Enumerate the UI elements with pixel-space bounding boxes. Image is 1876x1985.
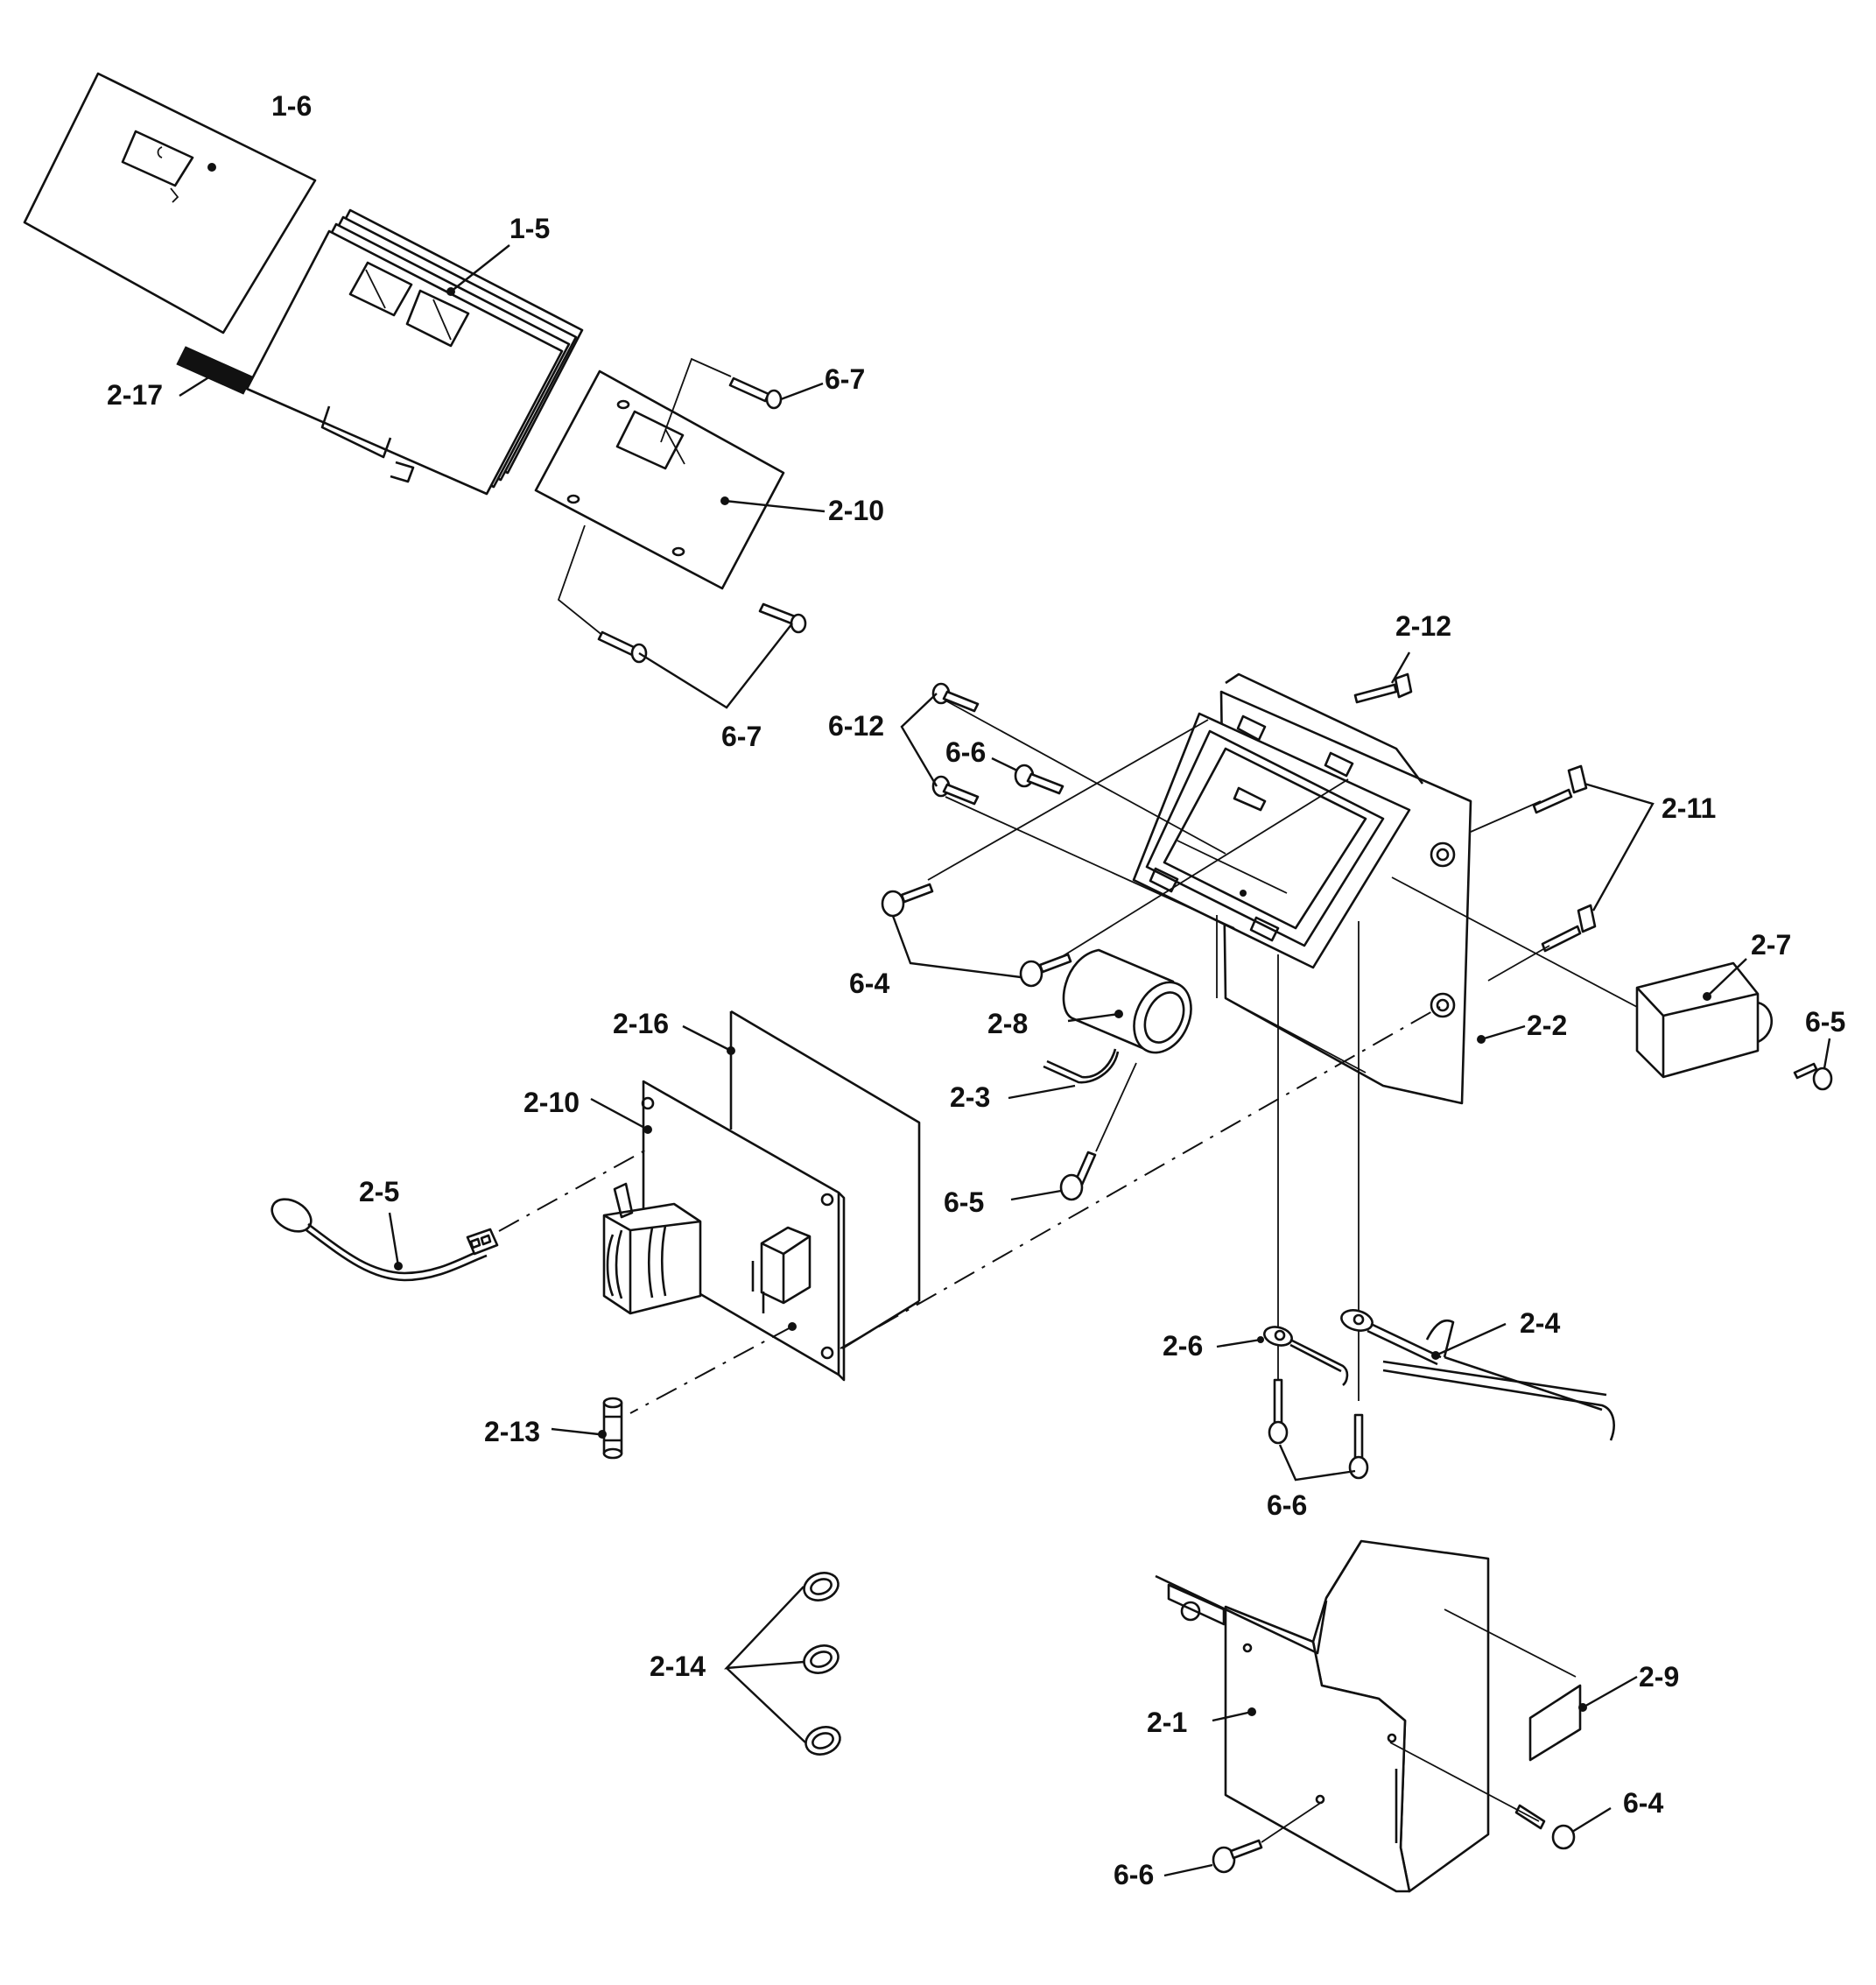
part-2-7-box bbox=[1635, 958, 1773, 1079]
label-2-5: 2-5 bbox=[359, 1176, 399, 1207]
screw-6-6-lower-left bbox=[1268, 1378, 1289, 1445]
screw-6-4-right bbox=[1019, 953, 1072, 988]
label-1-5: 1-5 bbox=[509, 213, 550, 244]
label-2-14: 2-14 bbox=[650, 1651, 706, 1682]
screw-6-12-upper bbox=[931, 682, 980, 713]
screw-6-12-lower bbox=[931, 775, 980, 806]
label-6-4-upper: 6-4 bbox=[849, 968, 889, 999]
label-2-3: 2-3 bbox=[950, 1081, 990, 1113]
label-2-4: 2-4 bbox=[1520, 1307, 1560, 1339]
screw-6-4-left bbox=[881, 883, 934, 918]
label-2-13: 2-13 bbox=[484, 1416, 540, 1447]
label-2-17: 2-17 bbox=[107, 379, 163, 411]
part-2-12-screw bbox=[1353, 651, 1413, 704]
label-6-6-lower: 6-6 bbox=[1267, 1489, 1307, 1521]
label-6-6-bottom: 6-6 bbox=[1114, 1859, 1154, 1890]
screw-6-5-right bbox=[1793, 1038, 1833, 1091]
part-2-6-terminal bbox=[1216, 1326, 1349, 1387]
screw-6-6-upper bbox=[991, 757, 1064, 795]
part-2-5-cable bbox=[271, 1148, 649, 1282]
part-1-6-cover-panel bbox=[23, 72, 317, 334]
part-2-2-main-bracket bbox=[1132, 672, 1526, 1105]
label-2-7: 2-7 bbox=[1751, 929, 1791, 961]
part-2-17-strip bbox=[176, 346, 253, 398]
part-2-1-base-bracket bbox=[1155, 1539, 1490, 1893]
part-2-16-sheet bbox=[682, 1010, 921, 1301]
label-6-12: 6-12 bbox=[828, 710, 884, 742]
screw-6-5-middle bbox=[1010, 1062, 1137, 1201]
part-2-11-screws bbox=[1532, 764, 1655, 953]
part-2-14-clips bbox=[723, 1572, 841, 1756]
screw-6-6-lower-right bbox=[1348, 1413, 1369, 1480]
part-2-8-cylinder bbox=[1062, 948, 1192, 1054]
screw-6-7-top bbox=[728, 377, 824, 410]
label-6-7-bottom: 6-7 bbox=[721, 721, 762, 752]
label-2-9: 2-9 bbox=[1639, 1661, 1679, 1693]
screw-6-6-bottom bbox=[1163, 1801, 1323, 1877]
label-1-6: 1-6 bbox=[271, 90, 312, 122]
label-6-5-middle: 6-5 bbox=[944, 1186, 984, 1218]
label-2-16: 2-16 bbox=[613, 1008, 669, 1039]
label-6-6-upper: 6-6 bbox=[945, 736, 986, 768]
label-2-10-lower: 2-10 bbox=[523, 1087, 580, 1118]
label-2-8: 2-8 bbox=[987, 1008, 1028, 1039]
screw-6-4-lower bbox=[1389, 1742, 1612, 1850]
label-6-5-right: 6-5 bbox=[1805, 1006, 1845, 1038]
part-2-10-upper-board bbox=[534, 357, 826, 644]
label-6-7-top: 6-7 bbox=[825, 363, 865, 395]
part-2-3-wire bbox=[1008, 1048, 1120, 1100]
part-2-9-label bbox=[1444, 1608, 1638, 1762]
part-1-5-display-board bbox=[245, 208, 584, 496]
label-2-11: 2-11 bbox=[1662, 792, 1716, 824]
label-2-1: 2-1 bbox=[1147, 1707, 1187, 1738]
label-6-4-lower: 6-4 bbox=[1623, 1787, 1663, 1819]
part-2-4-terminal-wires bbox=[1340, 1309, 1615, 1441]
label-2-6: 2-6 bbox=[1163, 1330, 1203, 1362]
label-2-10-upper: 2-10 bbox=[828, 495, 884, 526]
label-2-2: 2-2 bbox=[1527, 1010, 1567, 1041]
label-2-12: 2-12 bbox=[1395, 610, 1451, 642]
screw-6-7-right bbox=[758, 602, 807, 634]
screw-6-7-bottom bbox=[597, 630, 648, 664]
part-2-13-fuse bbox=[551, 1397, 623, 1460]
part-labels: 1-6 1-5 2-17 6-7 2-10 6-7 2-12 6-12 6-6 … bbox=[107, 90, 1845, 1890]
part-2-10-power-board bbox=[590, 1080, 920, 1414]
